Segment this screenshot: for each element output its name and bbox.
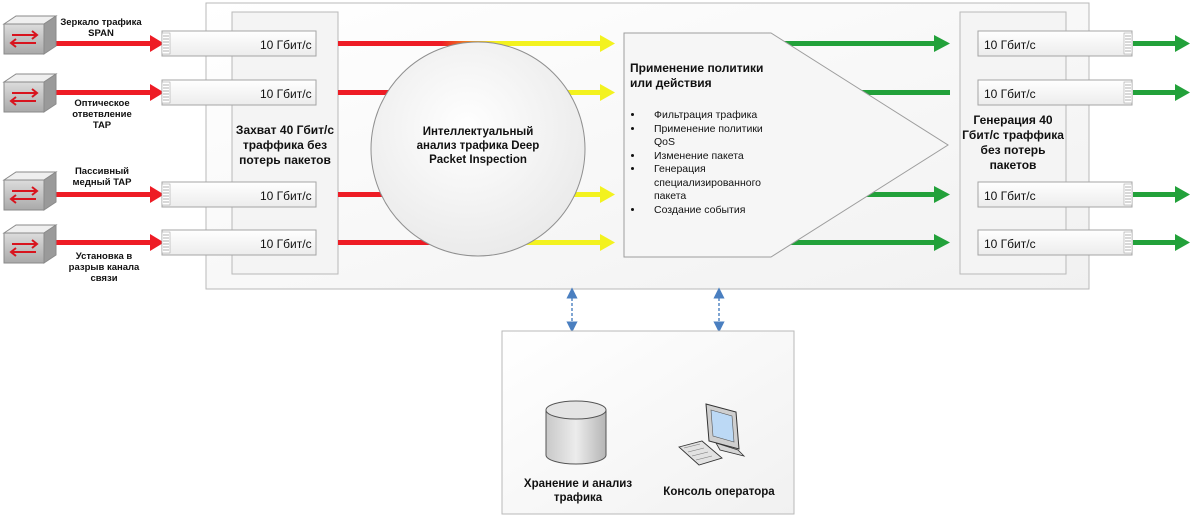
capture-port-speed: 10 Гбит/с (260, 189, 312, 203)
policy-action-item: Применение политики QoS (644, 123, 786, 150)
computer-icon (678, 403, 746, 466)
capture-port (161, 181, 317, 208)
output-arrow (820, 90, 950, 95)
capture-port-speed: 10 Гбит/с (260, 237, 312, 251)
capture-ports (161, 30, 317, 256)
generation-port-speed: 10 Гбит/с (984, 189, 1036, 203)
source-label-inline: Установка в разрыв канала связи (68, 251, 140, 284)
policy-action-item: Фильтрация трафика (644, 109, 786, 123)
input-arrow (54, 35, 164, 52)
console-label: Консоль оператора (663, 486, 775, 498)
switch-icon (2, 15, 58, 55)
dpi-title: Интеллектуальный анализ трафика Deep Pac… (416, 126, 540, 166)
external-output-arrows (1133, 35, 1190, 251)
output-arrow (1133, 35, 1190, 52)
capture-port-speed: 10 Гбит/с (260, 87, 312, 101)
storage-label: Хранение и анализ трафика (523, 478, 633, 504)
dpi-circle (370, 41, 586, 257)
generation-port-speed: 10 Гбит/с (984, 237, 1036, 251)
output-arrow (1133, 234, 1190, 251)
switch-icon (2, 224, 58, 264)
policy-action-item: Изменение пакета (644, 150, 786, 164)
capture-port-speed: 10 Гбит/с (260, 38, 312, 52)
generation-port (977, 181, 1133, 208)
switch-icon (2, 171, 58, 211)
input-arrow (54, 186, 164, 203)
capture-port (161, 229, 317, 256)
output-arrow (716, 234, 950, 251)
generation-ports (977, 30, 1133, 256)
policy-action-item: Генерация специализированного пакета (644, 163, 786, 204)
generation-port-speed: 10 Гбит/с (984, 87, 1036, 101)
capture-title: Захват 40 Гбит/с траффика без потерь пак… (235, 123, 335, 167)
policy-title: Применение политики или действия (630, 61, 764, 90)
source-label-optical-tap: Оптическое ответвление TAP (72, 98, 132, 131)
switch-icon (2, 73, 58, 113)
input-arrow (54, 234, 164, 251)
capture-port (161, 30, 317, 57)
output-arrow (1133, 84, 1190, 101)
generation-port (977, 30, 1133, 57)
generation-port-speed: 10 Гбит/с (984, 38, 1036, 52)
capture-port (161, 79, 317, 106)
source-label-copper-tap: Пассивный медный TAP (72, 166, 132, 188)
input-arrows (54, 35, 164, 251)
database-icon (545, 400, 607, 465)
output-arrow (1133, 186, 1190, 203)
source-label-span: Зеркало трафика SPAN (60, 17, 142, 39)
generation-title: Генерация 40 Гбит/с траффика без потерь … (962, 113, 1064, 172)
generation-port (977, 229, 1133, 256)
output-arrow (716, 35, 950, 52)
policy-actions-list: Фильтрация трафика Применение политики Q… (631, 109, 786, 217)
policy-action-item: Создание события (644, 204, 786, 218)
generation-port (977, 79, 1133, 106)
input-arrow (54, 84, 164, 101)
policy-shape (623, 32, 949, 258)
